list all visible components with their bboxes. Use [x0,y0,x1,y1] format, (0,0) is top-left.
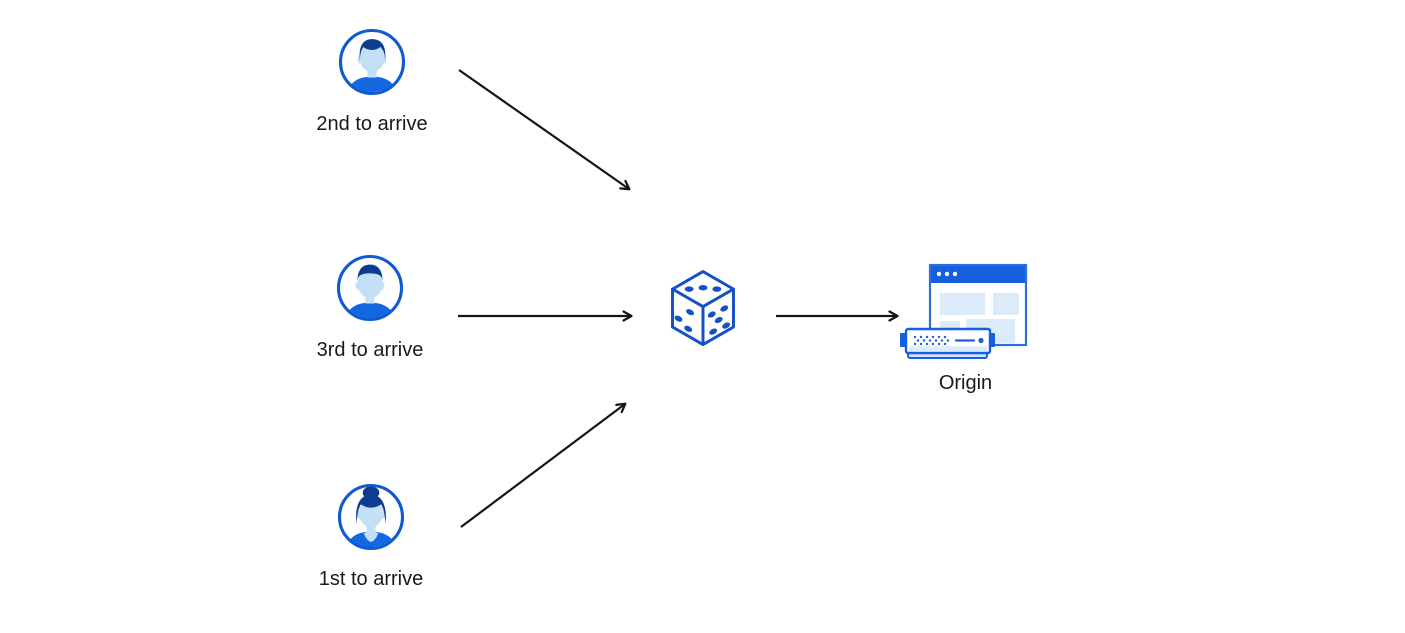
origin-server-icon [900,263,1028,359]
node-user-second: 2nd to arrive [292,27,452,136]
user-avatar-female-icon [337,483,405,551]
node-dice [666,266,740,351]
user-avatar-male-icon [336,254,404,322]
node-origin: Origin [898,263,1033,395]
user-avatar-male-swoop-icon [338,28,406,96]
node-label-user-second: 2nd to arrive [316,113,428,135]
arrow-user-second-to-dice [458,69,631,191]
arrow-user-first-to-dice [460,402,627,528]
node-label-origin: Origin [938,372,993,394]
dice-icon [671,270,735,347]
node-label-user-third: 3rd to arrive [316,339,424,361]
node-label-user-first: 1st to arrive [318,568,424,590]
node-user-third: 3rd to arrive [290,253,450,362]
node-user-first: 1st to arrive [291,482,451,591]
